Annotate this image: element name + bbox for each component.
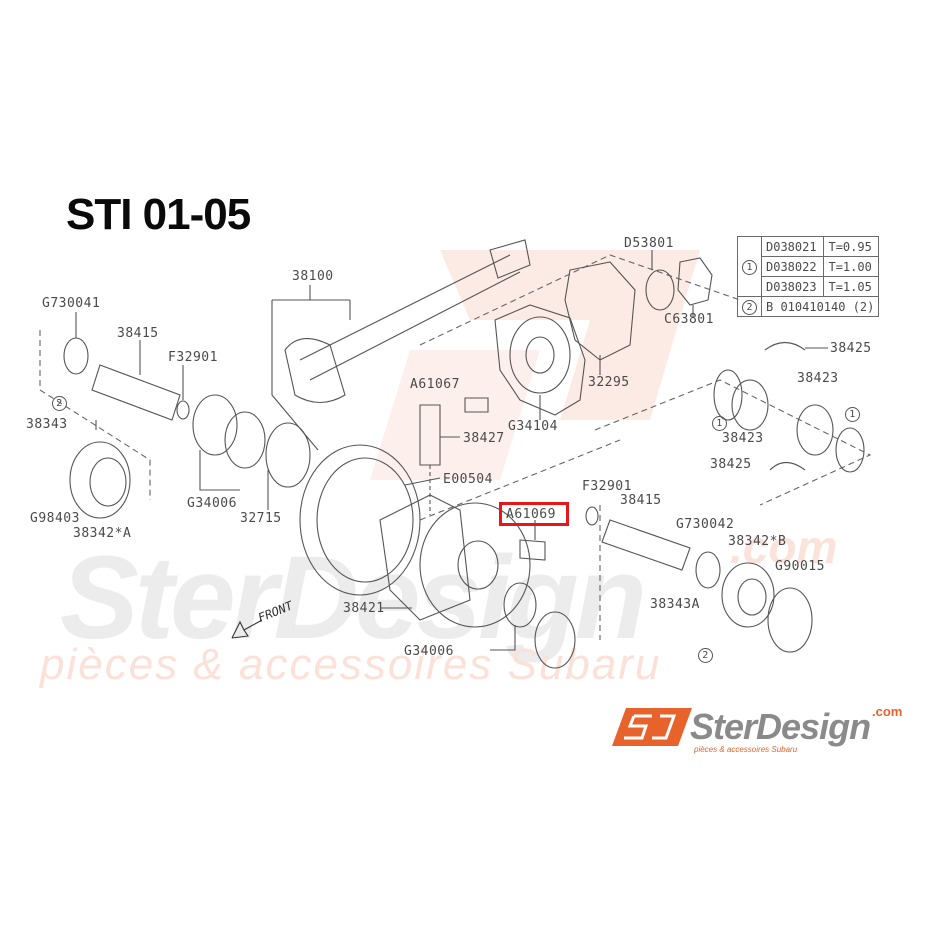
part-label-38342A[interactable]: 38342*A	[73, 526, 132, 541]
table-row: 1 D038021 T=0.95	[737, 236, 880, 297]
seal-G730041	[63, 337, 89, 375]
part-label-G98403[interactable]: G98403	[30, 511, 80, 526]
bolt-A61067	[464, 397, 489, 413]
part-label-G90015[interactable]: G90015	[775, 559, 825, 574]
part-cell: D038022	[760, 256, 825, 277]
ref-circle-1-left: 1	[712, 416, 727, 431]
part-label-G730042[interactable]: G730042	[676, 517, 735, 532]
ring-gear	[299, 444, 421, 596]
pin-38427	[419, 404, 441, 466]
spec-cell: T=0.95	[823, 236, 880, 257]
spec-cell: T=1.05	[823, 276, 880, 297]
washer-left	[713, 369, 743, 421]
logo-domain: .com	[872, 704, 903, 719]
part-cell: D038021	[760, 236, 825, 257]
gear-38342A	[69, 441, 131, 519]
part-label-G34104[interactable]: G34104	[508, 419, 558, 434]
shaft-38415-left	[91, 364, 181, 421]
ref-circle-2-left: 2	[52, 396, 67, 411]
part-label-32715[interactable]: 32715	[240, 511, 282, 526]
part-label-A61069[interactable]: A61069	[506, 507, 556, 522]
watermark-brand: SterDesign	[60, 532, 647, 664]
part-label-F32901-left[interactable]: F32901	[168, 350, 218, 365]
part-label-G730041[interactable]: G730041	[42, 296, 101, 311]
watermark-tagline: pièces & accessoires Subaru	[40, 640, 662, 689]
part-label-38342B[interactable]: 38342*B	[728, 534, 787, 549]
seal-G730042	[695, 551, 721, 589]
ref-cell: 2	[737, 296, 762, 317]
bolt-A61069	[519, 539, 546, 561]
highlight-box	[499, 502, 569, 526]
ref-cell: 1	[737, 236, 762, 297]
side-gear-38423-right	[796, 404, 834, 456]
table-row: 2 B 010410140 (2)	[737, 296, 880, 317]
part-label-E00504[interactable]: E00504	[443, 472, 493, 487]
snap-ring-F32901-right	[585, 506, 599, 526]
part-cell: B 010410140 (2)	[760, 296, 880, 317]
pinion-gear-38425-top	[764, 341, 806, 351]
ref-circle-1-right: 1	[845, 407, 860, 422]
gasket-32295	[564, 261, 636, 361]
logo-brand-name: SterDesign	[690, 706, 871, 747]
part-label-G34006-right[interactable]: G34006	[404, 644, 454, 659]
seal-D53801	[645, 269, 675, 311]
part-label-G34006-left[interactable]: G34006	[187, 496, 237, 511]
side-gear-38423-left	[731, 379, 769, 431]
part-label-C63801[interactable]: C63801	[664, 312, 714, 327]
washer-right	[835, 427, 865, 473]
shaft-38415-right	[601, 519, 691, 571]
o-ring-G90015	[767, 587, 813, 653]
watermark-com: .com	[730, 521, 838, 573]
bearing-race-G34006-left	[192, 394, 238, 456]
front-arrow-icon	[231, 619, 263, 639]
part-label-F32901-right[interactable]: F32901	[582, 479, 632, 494]
part-label-D53801[interactable]: D53801	[624, 236, 674, 251]
bearing-G34006-right	[503, 582, 537, 628]
snap-ring-F32901-left	[176, 400, 190, 420]
cover-G34104	[494, 304, 586, 416]
part-label-38425-top[interactable]: 38425	[830, 341, 872, 356]
part-label-38100[interactable]: 38100	[292, 269, 334, 284]
part-label-38421[interactable]: 38421	[343, 601, 385, 616]
ref-circle-2-right: 2	[698, 648, 713, 663]
part-label-38427[interactable]: 38427	[463, 431, 505, 446]
table-row: D038023 T=1.05	[738, 276, 880, 297]
shim-table: 1 D038021 T=0.95 D038022 T=1.00 D038023 …	[737, 236, 880, 317]
spec-cell: T=1.00	[823, 256, 880, 277]
part-label-32295[interactable]: 32295	[588, 375, 630, 390]
part-label-38415-left[interactable]: 38415	[117, 326, 159, 341]
page-title: STI 01-05	[66, 190, 251, 239]
gear-38342B	[721, 562, 775, 628]
part-cell: D038023	[760, 276, 825, 297]
part-label-38343[interactable]: 38343	[26, 417, 68, 432]
part-label-38423-left[interactable]: 38423	[722, 431, 764, 446]
table-row: D038022 T=1.00	[738, 256, 880, 277]
part-label-38423-right[interactable]: 38423	[797, 371, 839, 386]
part-label-A61067[interactable]: A61067	[410, 377, 460, 392]
logo-tagline: pièces & accessoires Subaru	[694, 745, 798, 754]
part-label-38415-right[interactable]: 38415	[620, 493, 662, 508]
sterdesign-logo-icon	[612, 708, 692, 746]
diff-case-38421	[379, 494, 471, 621]
nut-C63801	[677, 257, 713, 306]
part-label-38425-bottom[interactable]: 38425	[710, 457, 752, 472]
bearing-32715	[265, 422, 311, 488]
pinion-gear-38425-bottom	[769, 461, 806, 471]
part-label-38343A[interactable]: 38343A	[650, 597, 700, 612]
